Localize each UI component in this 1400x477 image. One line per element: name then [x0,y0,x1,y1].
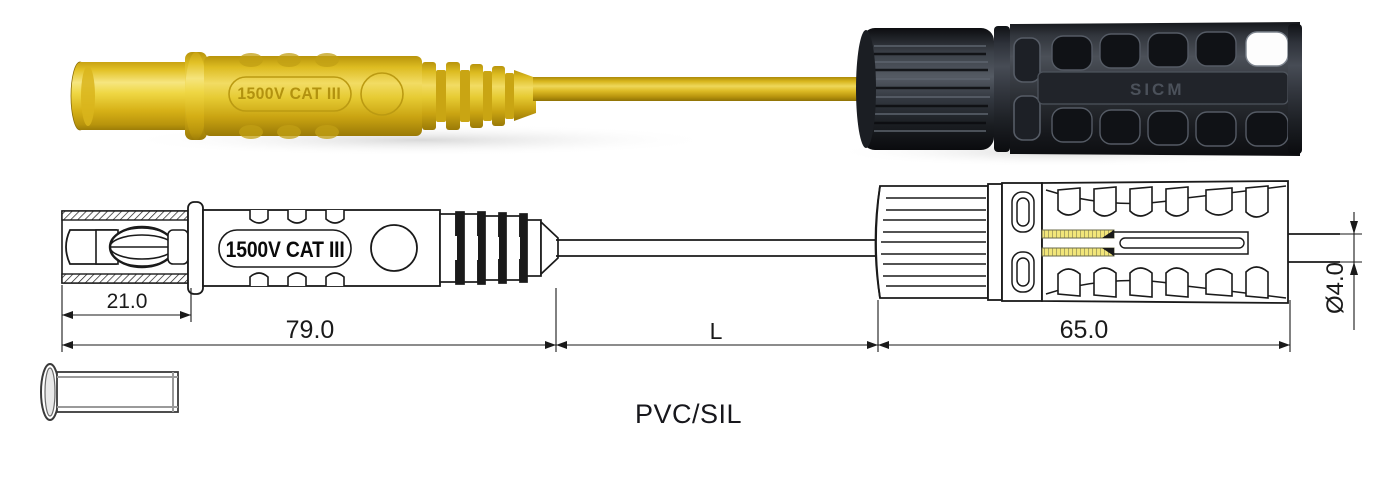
photo-mc4-connector: SICM [856,22,1302,156]
material-caption: PVC/SIL [635,399,743,429]
dim-label-21: 21.0 [107,290,148,313]
plug-strain-relief [422,62,536,130]
product-photograph: 1500V CAT III [70,22,1302,167]
drawing-contact-upper [1041,229,1115,239]
plug-grip-notches [239,53,339,139]
drawing-round-boss [370,224,418,272]
drawing-plug-pin-section [61,210,189,284]
dim-label-79: 79.0 [286,316,335,344]
drawing-strain-relief [439,211,559,285]
plug-tip-inner [81,66,95,126]
drawing-plug-marking: 1500V CAT III [226,238,345,262]
protective-sleeve [40,363,179,421]
connector-vents-lower [1051,107,1289,147]
connector-collar-ring [994,26,1010,152]
drawing-label-plate [218,229,352,268]
photo-connector-marking: SICM [1130,80,1185,99]
plug-body [204,56,422,136]
drawing-connector-collar [987,183,1003,301]
plug-label-plate [228,76,352,112]
connector-latch-tabs [1013,37,1041,141]
plug-round-boss [360,72,404,116]
connector-vents-upper [1051,31,1289,71]
connector-end-cap [1288,24,1302,154]
dimension-lines [61,212,1362,352]
drawing-plug-collar [187,201,204,295]
technical-drawing [61,180,1362,352]
drawing-mc4-connector [874,180,1340,304]
photo-cable [533,77,878,101]
photo-plug-marking: 1500V CAT III [237,85,341,104]
dim-label-diameter: Ø4.0 [1322,262,1349,314]
drawing-contact-lower [1041,247,1115,257]
drawing-vents-lower [1057,266,1269,299]
dim-label-L: L [710,318,723,344]
sleeve-flange-inner [44,367,56,417]
connector-gland-nut [856,28,994,150]
plug-collar-face [185,52,207,140]
plug-pin-barrel [80,62,185,130]
drawing-vents-upper [1057,185,1269,218]
sleeve-barrel [56,371,179,413]
dim-label-65: 65.0 [1060,316,1109,344]
dimension-labels: 21.0 79.0 L 65.0 Ø4.0 [107,262,1349,344]
drawing-cable [556,239,880,257]
photo-banana-plug: 1500V CAT III [70,52,536,140]
